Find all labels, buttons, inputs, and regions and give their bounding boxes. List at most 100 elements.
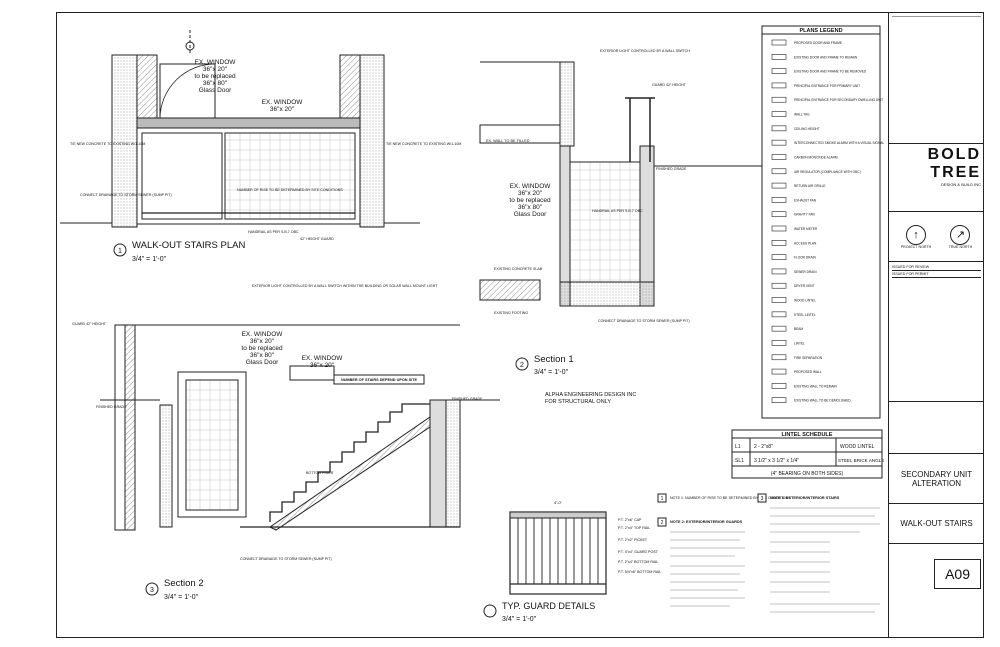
- lintel-title: LINTEL SCHEDULE: [782, 432, 833, 438]
- legend-symbol: [771, 125, 787, 132]
- legend-symbol: [771, 297, 787, 303]
- legend-symbol: [771, 211, 787, 217]
- tb-brand: BOLD TREE DESIGN & BUILD INC: [889, 144, 984, 212]
- note-1-number: 1: [661, 496, 664, 502]
- section1-wall-note: EX. WALL TO BE FILLED: [486, 139, 530, 143]
- section2-stairs-banner: NUMBER OF STAIRS DEPEND UPON SITE: [341, 378, 418, 382]
- legend-item: FLOOR DRAIN: [794, 256, 816, 260]
- tb-north: ↑ PROJECT NORTH ↗ TRUE NORTH: [889, 212, 984, 262]
- legend-symbol: [771, 268, 787, 275]
- title-block: BOLD TREE DESIGN & BUILD INC ↑ PROJECT N…: [888, 12, 984, 638]
- legend-item: EXISTING DOOR AND FRAME TO BE REMOVED: [794, 70, 867, 74]
- lintel-row-1-type: WOOD LINTEL: [840, 444, 875, 450]
- brand-sub: DESIGN & BUILD INC: [940, 182, 981, 187]
- section1-grade-note: FINISHED GRADE: [656, 167, 687, 171]
- lintel-row-2-type: STEEL BRICK ANGLE: [838, 458, 884, 463]
- legend-symbol: [771, 325, 787, 332]
- true-north-arrow-icon: ↗: [950, 224, 971, 245]
- project-north-label: PROJECT NORTH: [900, 244, 932, 249]
- legend-symbol: [771, 139, 787, 146]
- plan-guard-note: 42" HEIGHT GUARD: [300, 237, 334, 241]
- legend-symbol: [771, 225, 787, 232]
- legend-symbol: [771, 340, 787, 346]
- section2-title: Section 2: [164, 578, 204, 589]
- legend-item: CEILING HEIGHT: [794, 127, 820, 131]
- legend-item: PROPOSED DOOR AND FRAME: [794, 41, 842, 45]
- section1-number: 2: [520, 362, 524, 369]
- legend-item: WATER METER: [794, 227, 818, 231]
- legend-item: EXHAUST FAN: [794, 198, 817, 202]
- section2-guard-note: GUARD 42" HEIGHT: [72, 322, 107, 326]
- issue-1: ISSUED FOR REVIEW: [892, 264, 981, 271]
- section2-number: 3: [150, 587, 154, 594]
- section2-scale: 3/4" = 1'-0": [164, 594, 199, 601]
- legend-symbol: [771, 354, 787, 361]
- legend-symbol: [771, 254, 787, 260]
- legend-symbol: [771, 82, 787, 89]
- tb-drawing: WALK-OUT STAIRS: [889, 504, 984, 544]
- tb-disclaimer: [889, 12, 984, 144]
- plan-concrete-note-right: T/E NEW CONCRETE TO EXISTING W/1-10M: [386, 142, 461, 146]
- legend-item: GRAVITY FAN: [794, 213, 815, 217]
- section1-scale: 3/4" = 1'-0": [534, 369, 569, 376]
- legend-item: PRINCIPAL ENTRANCE FOR PRIMARY UNIT: [794, 84, 860, 88]
- note-2-title: NOTE 2: EXTERIOR/INTERIOR GUARDS: [670, 520, 743, 524]
- section1-footing-note: EXISTING FOOTING: [494, 311, 528, 315]
- legend-item: BEAM: [794, 327, 803, 331]
- true-north: ↗ TRUE NORTH: [949, 224, 972, 249]
- sheet-number: A09: [934, 559, 981, 589]
- brand-line-2: TREE: [930, 164, 981, 181]
- section1-guard-note: GUARD 42" HEIGHT: [652, 83, 687, 87]
- drawing-sheet: [56, 12, 984, 638]
- section2-light-note: EXTERIOR LIGHT CONTROLLED BY A WALL SWIT…: [252, 284, 438, 288]
- legend-symbol: [771, 54, 787, 60]
- legend-symbol: [771, 397, 787, 403]
- lintel-schedule: LINTEL SCHEDULE L1 2 - 2"x8" WOOD LINTEL…: [731, 429, 884, 479]
- lintel-row-2-size: 3 1/2" x 3 1/2" x 1/4": [754, 458, 799, 464]
- legend-symbol: [771, 282, 787, 289]
- legend-item: AIR REGULATOR (COMPLIANCE WITH OBC): [794, 170, 861, 174]
- legend-title: PLANS LEGEND: [799, 28, 842, 34]
- brand-line-1: BOLD: [927, 146, 981, 163]
- tb-issues: ISSUED FOR REVIEW ISSUED FOR PERMIT: [889, 262, 984, 402]
- legend-item: LINTEL: [794, 341, 805, 345]
- section-1: EXTERIOR LIGHT CONTROLLED BY A WALL SWIT…: [479, 49, 770, 405]
- plans-legend: PLANS LEGEND PROPOSED DOOR AND FRAME EXIS…: [761, 25, 884, 419]
- legend-symbol: [771, 383, 787, 389]
- legend-item: SEWER DRAIN: [794, 270, 817, 274]
- section2-grade-note-right: FINISHED GRADE: [452, 397, 483, 401]
- note-3-number: 3: [761, 496, 764, 502]
- legend-symbol: [771, 96, 787, 103]
- tb-spacer: [889, 402, 984, 454]
- legend-item: EXISTING WALL TO REMAIN: [794, 384, 837, 388]
- project-north: ↑ PROJECT NORTH: [900, 224, 932, 249]
- legend-item: PRINCIPAL ENTRANCE FOR SECONDARY DWELLIN…: [794, 98, 883, 102]
- legend-symbol: [771, 311, 787, 318]
- plan-scale: 3/4" = 1'-0": [132, 256, 167, 263]
- legend-item: ACCESS PLAN: [794, 241, 817, 245]
- plan-title: WALK-OUT STAIRS PLAN: [132, 240, 245, 251]
- plan-concrete-note-left: T/E NEW CONCRETE TO EXISTING W/1-10M: [70, 142, 145, 146]
- lintel-note: (4" BEARING ON BOTH SIDES): [771, 471, 844, 477]
- legend-item: INTERCONNECTED SMOKE ALARM WITH A VISUAL…: [794, 141, 884, 145]
- guard-scale: 3/4" = 1'-0": [502, 616, 537, 623]
- legend-symbol: [771, 368, 787, 375]
- section2-drainage-note: CONNECT DRAINAGE TO STORM SEWER (SUMP PI…: [240, 557, 332, 561]
- legend-item: EXISTING WALL TO BE DEMOLISHED: [794, 399, 851, 403]
- plan-rise-note: NUMBER OF RISE TO BE DETERMINED BY SITE …: [237, 188, 343, 192]
- note-3-title: NOTE 3: EXTERIOR/INTERIOR STAIRS: [770, 496, 840, 500]
- north-arrow-icon: ↑: [905, 224, 926, 245]
- legend-symbol: [771, 39, 787, 46]
- section1-light-note: EXTERIOR LIGHT CONTROLLED BY A WALL SWIT…: [600, 49, 690, 53]
- legend-item: STEEL LINTEL: [794, 313, 816, 317]
- legend-item: PROPOSED WALL: [794, 370, 822, 374]
- plan-handrail-note: HANDRAIL AS PER S.B.7 OBC: [248, 230, 299, 234]
- legend-symbol: [771, 154, 787, 160]
